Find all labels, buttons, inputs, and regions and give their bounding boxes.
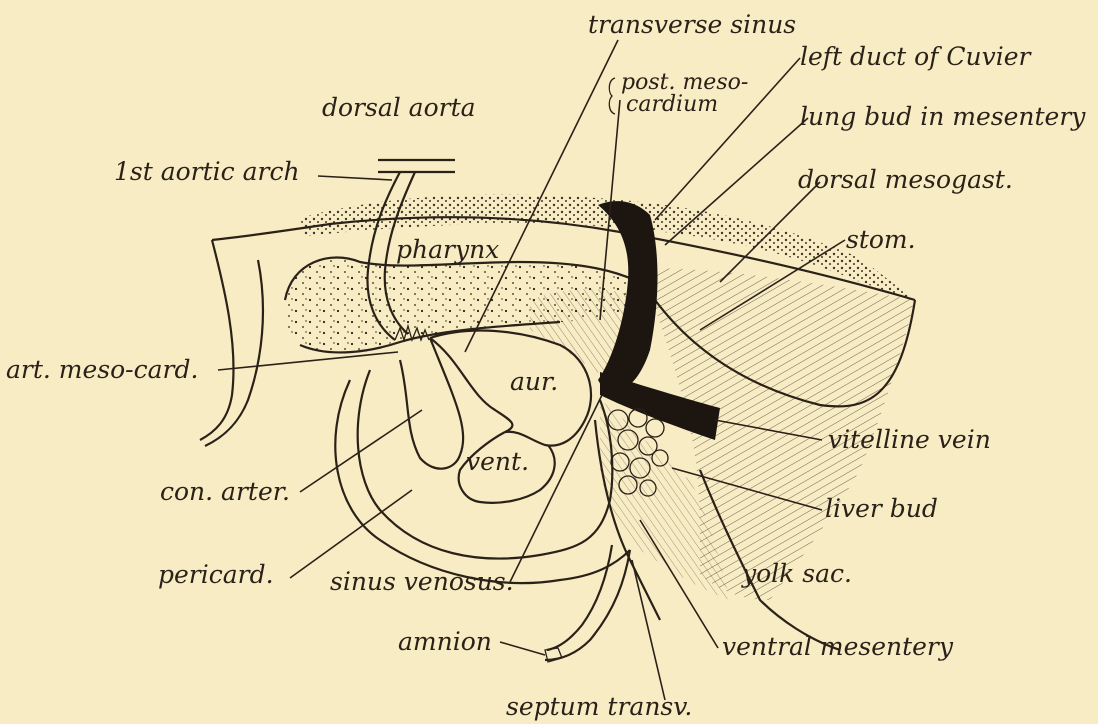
label-aur: aur.: [510, 367, 558, 396]
label-sinus-venosus: sinus venosus.: [330, 567, 514, 596]
label-transverse-sinus: transverse sinus: [588, 10, 796, 39]
amnion-end: [545, 648, 562, 662]
label-pericard: pericard.: [158, 560, 274, 589]
label-amnion: amnion: [398, 627, 492, 656]
label-septum-transv: septum transv.: [506, 692, 692, 721]
label-first-aortic-arch: 1st aortic arch: [114, 157, 300, 186]
label-yolk-sac: yolk sac.: [741, 559, 852, 588]
label-art-meso-card: art. meso-card.: [6, 355, 198, 384]
label-lung-bud: lung bud in mesentery: [800, 102, 1086, 131]
label-dorsal-mesogast: dorsal mesogast.: [798, 165, 1013, 194]
label-liver-bud: liver bud: [825, 494, 938, 523]
label-con-arter: con. arter.: [160, 477, 290, 506]
label-ventral-mesentery: ventral mesentery: [722, 632, 954, 661]
body-wall-left: [200, 240, 234, 440]
amnion-fold: [545, 550, 630, 660]
label-pharynx: pharynx: [396, 235, 499, 264]
pericardial-outer: [335, 380, 630, 583]
label-dorsal-aorta: dorsal aorta: [322, 93, 476, 122]
amnion-fold-inner: [547, 545, 612, 650]
label-stom: stom.: [846, 225, 916, 254]
post-meso-brace: [609, 78, 615, 114]
label-vitelline-vein: vitelline vein: [828, 425, 991, 454]
label-post-meso-2: cardium: [626, 92, 718, 117]
label-left-duct: left duct of Cuvier: [800, 42, 1033, 71]
label-vent: vent.: [466, 447, 529, 476]
conus-outline: [400, 338, 463, 469]
heart-inner-loop: [430, 338, 512, 432]
